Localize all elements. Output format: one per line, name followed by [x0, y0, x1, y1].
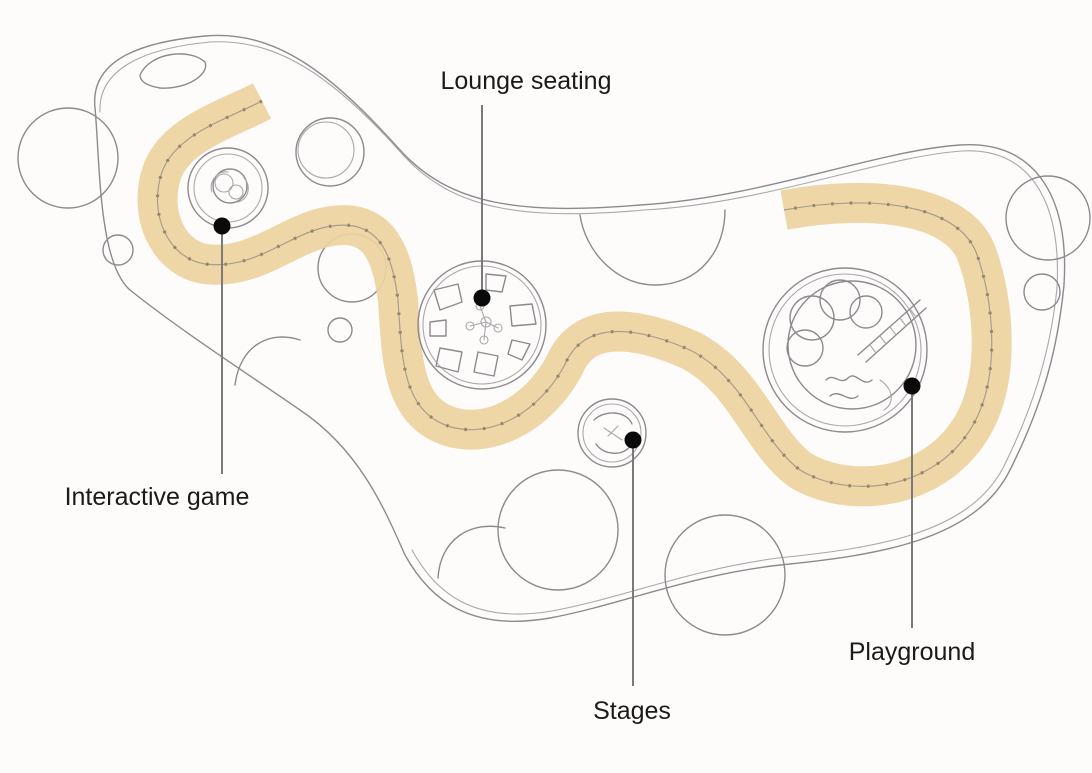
- perimeter-circle: [295, 117, 365, 187]
- site-boundary: [94, 34, 1066, 622]
- perimeter-circle: [497, 469, 619, 591]
- lounge-seating-label: Lounge seating: [441, 67, 612, 95]
- perimeter-circle: [1023, 273, 1061, 311]
- walkway-edge: [157, 100, 993, 487]
- playground-feature: [762, 267, 928, 433]
- perimeter-circle: [579, 209, 726, 286]
- perimeter-circle: [139, 53, 207, 89]
- stages-feature: [577, 398, 647, 468]
- perimeter-circle: [1005, 175, 1091, 261]
- perimeter-circle: [17, 107, 119, 209]
- interactive-game-feature: [187, 147, 269, 229]
- perimeter-circle: [437, 525, 506, 579]
- perimeter-circle: [297, 121, 355, 179]
- site-boundary-retrace: [99, 41, 1059, 615]
- stages-marker: [624, 431, 642, 449]
- perimeter-circle: [234, 336, 301, 386]
- lounge-seating-marker: [473, 289, 491, 307]
- perimeter-circle: [102, 234, 134, 266]
- interactive-game-label: Interactive game: [65, 483, 250, 511]
- perimeter-circle: [327, 317, 353, 343]
- stages-label: Stages: [593, 697, 671, 725]
- playground-marker: [903, 377, 921, 395]
- interactive-game-marker: [213, 217, 231, 235]
- perimeter-circle: [664, 514, 786, 636]
- playground-label: Playground: [849, 638, 975, 666]
